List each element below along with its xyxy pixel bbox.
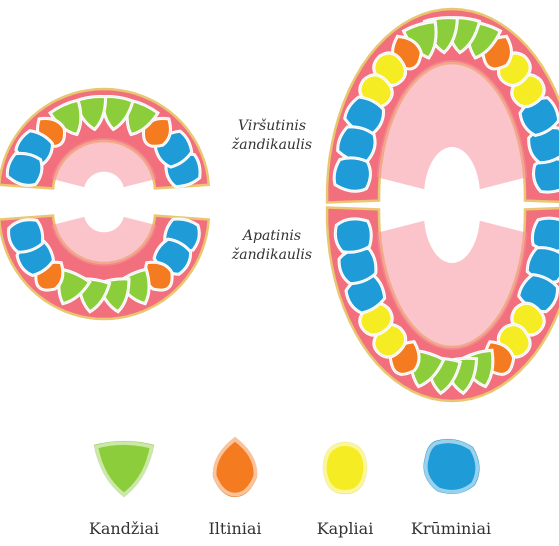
legend-icon-incisor [94,441,154,497]
upper-jaw-label-line2: žandikaulis [212,136,332,155]
child-upper-jaw [0,89,209,189]
legend-label-incisor: Kandžiai [69,519,179,538]
legend-label-canine: Iltiniai [180,519,290,538]
lower-jaw-label-line1: Apatinis [212,227,332,246]
legend-icons [94,437,480,497]
legend-icon-molar [424,439,480,494]
adult-lower-jaw [327,208,559,402]
legend-label-molar: Krūminiai [396,519,506,538]
upper-jaw-label-line1: Viršutinis [212,117,332,136]
legend-icon-premolar [323,442,367,494]
legend-label-premolar: Kapliai [290,519,400,538]
child-lower-jaw [0,215,209,319]
legend-icon-canine [213,437,257,497]
adult-upper-jaw [327,9,559,203]
adult-lower-tooth-molar [333,217,373,255]
adult-upper-tooth-molar [333,156,373,194]
lower-jaw-label-line2: žandikaulis [212,246,332,265]
lower-jaw-label: Apatinis žandikaulis [212,227,332,265]
upper-jaw-label: Viršutinis žandikaulis [212,117,332,155]
